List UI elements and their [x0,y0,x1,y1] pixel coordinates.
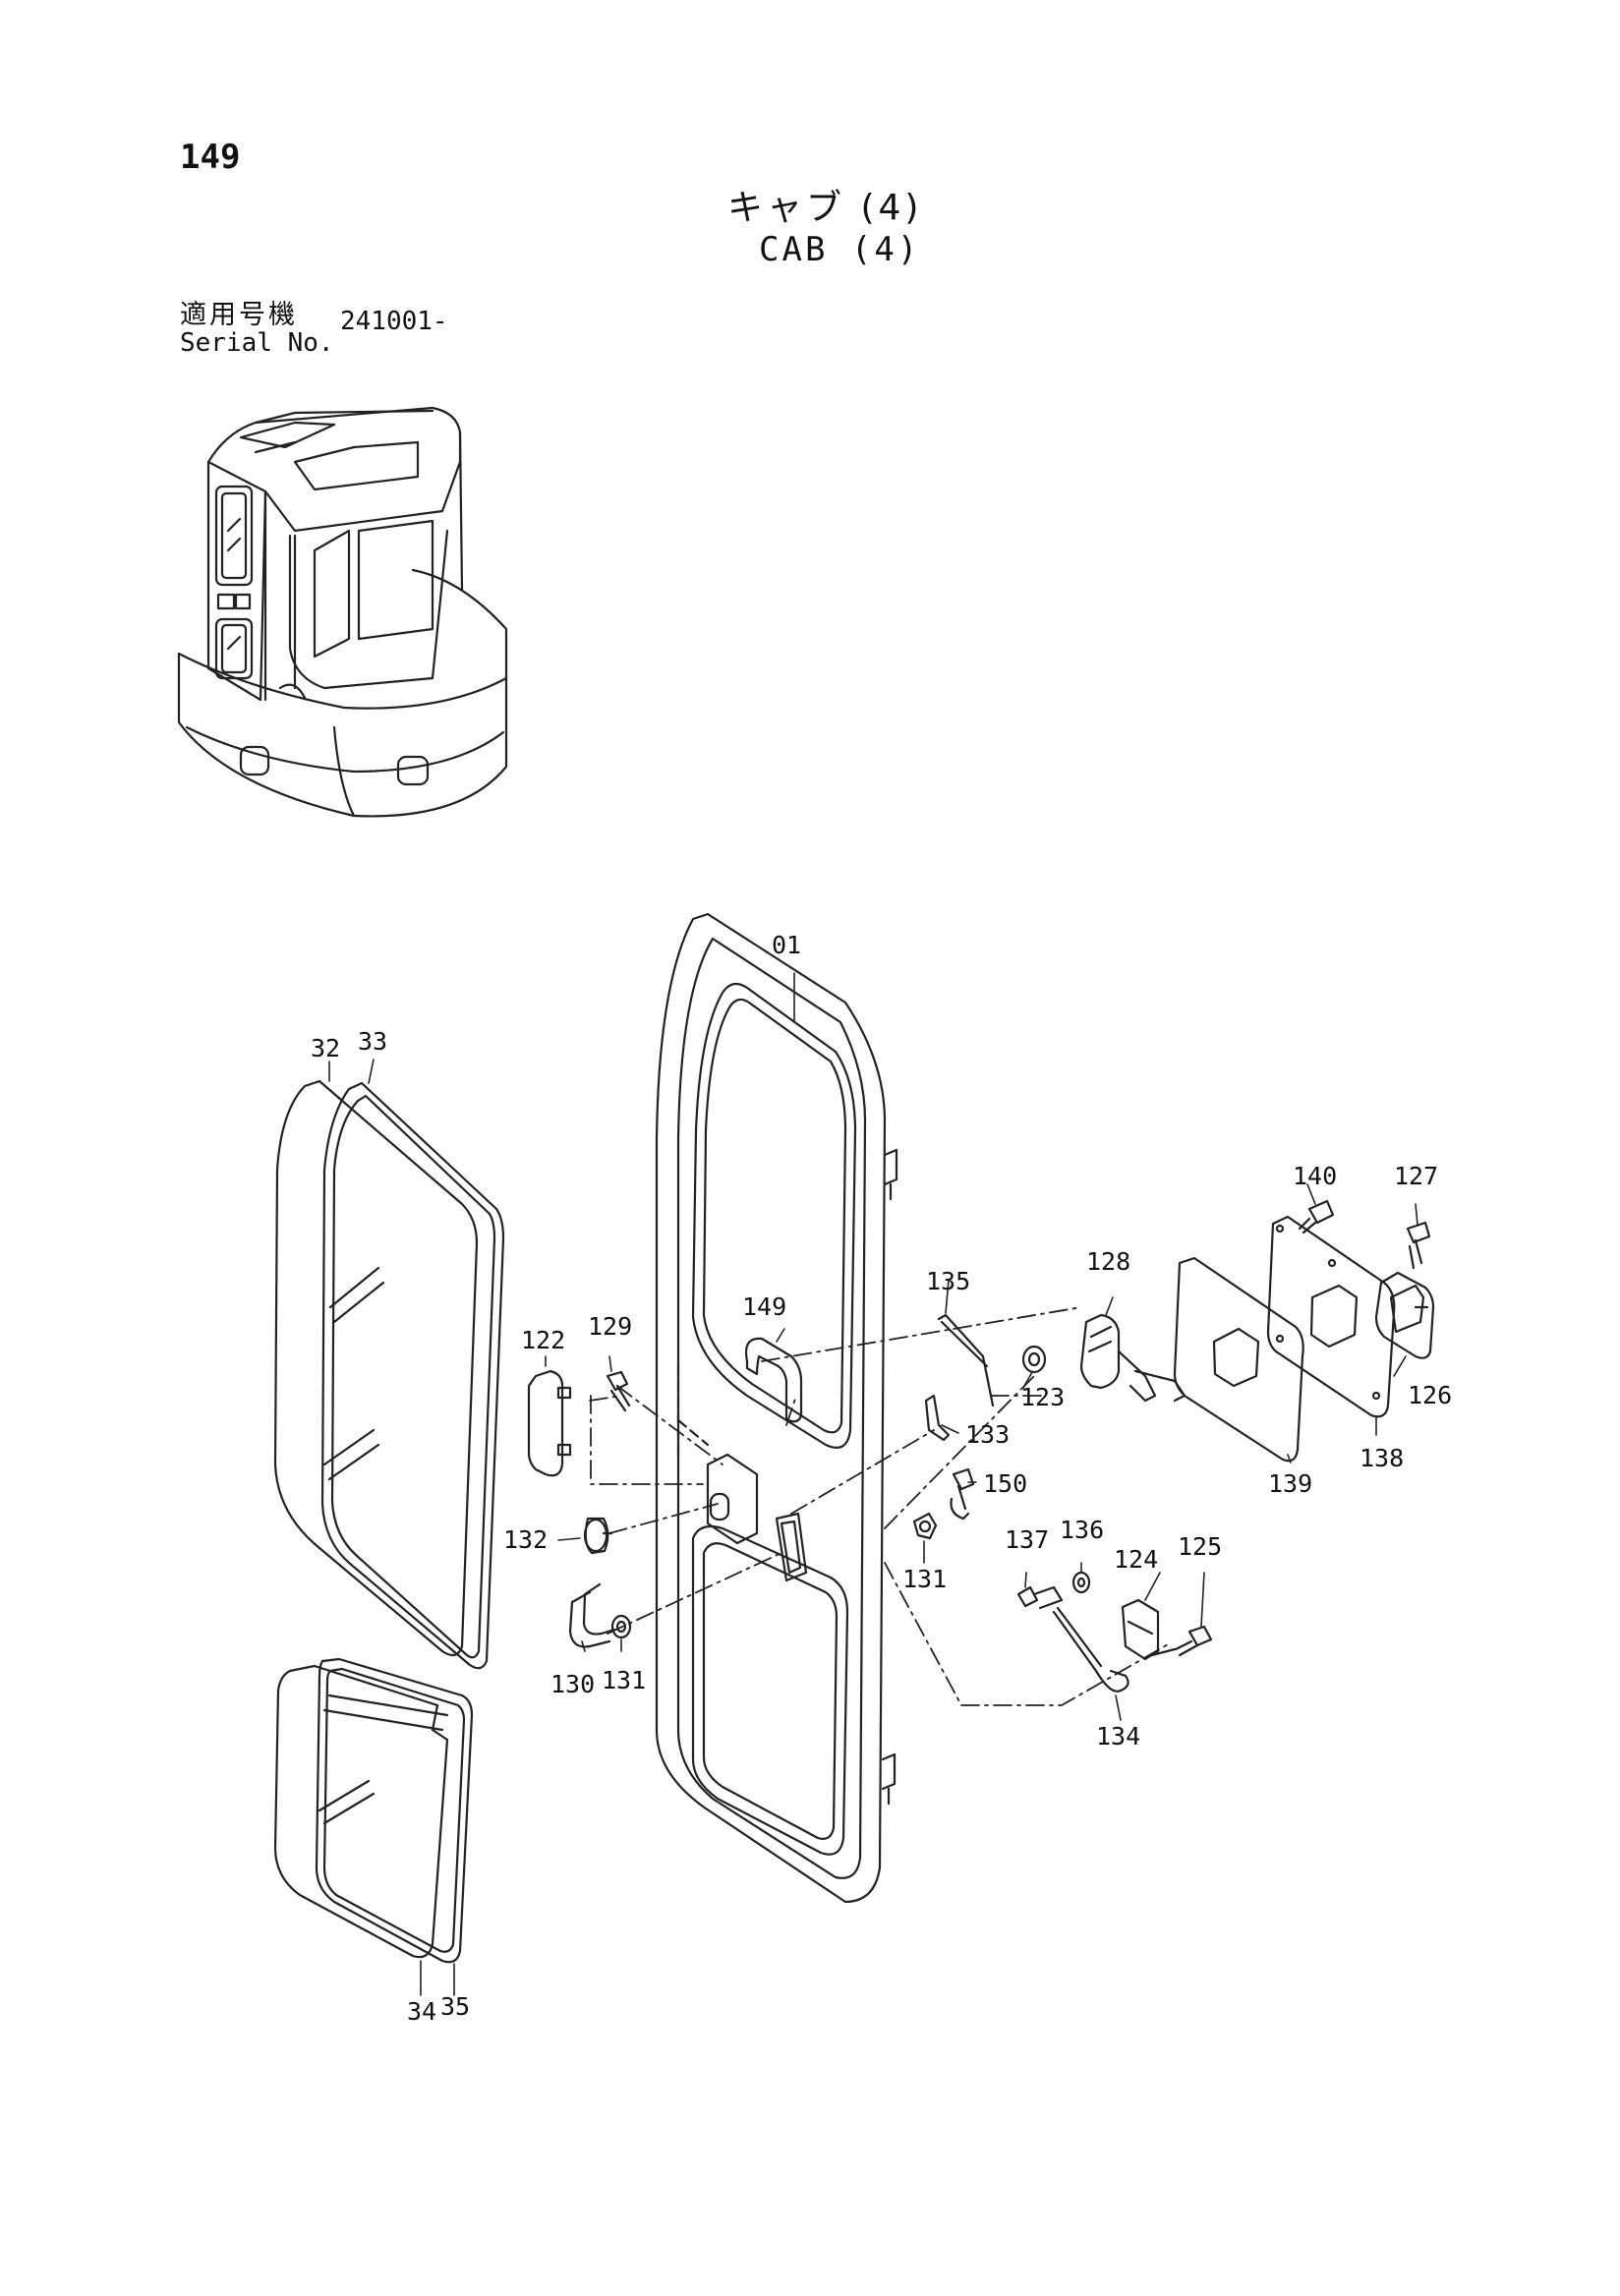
callout-137: 137 [1005,1525,1049,1554]
callout-labels: 01 32 33 34 35 122 123 124 125 126 127 1… [311,931,1452,2026]
callout-129: 129 [588,1312,632,1341]
callout-34: 34 [407,1997,436,2026]
callout-139: 139 [1268,1469,1312,1498]
callout-01: 01 [772,931,801,959]
serial-label-english: Serial No. [180,328,334,358]
callout-128: 128 [1086,1247,1130,1276]
small-hardware-parts [527,1199,1435,1693]
callout-140: 140 [1293,1162,1337,1190]
callout-122: 122 [521,1326,565,1354]
callout-135: 135 [926,1267,970,1295]
callout-138: 138 [1360,1444,1404,1472]
callout-131b: 131 [902,1565,947,1593]
callout-123: 123 [1020,1383,1065,1411]
callout-130: 130 [550,1670,595,1698]
title-japanese: キャブ (4) [727,188,923,228]
callout-35: 35 [440,1992,470,2021]
callout-150: 150 [983,1469,1027,1498]
leader-lines [328,972,1418,1996]
callout-125: 125 [1178,1532,1222,1561]
callout-149: 149 [742,1292,786,1321]
callout-136: 136 [1060,1516,1104,1544]
callout-32: 32 [311,1034,340,1062]
callout-33: 33 [358,1027,387,1056]
upper-glass-parts-32-33 [273,1079,505,1670]
callout-127: 127 [1394,1162,1438,1190]
callout-126: 126 [1408,1381,1452,1409]
callout-131a: 131 [602,1666,646,1694]
cab-overview-illustration [177,406,508,818]
serial-label-japanese: 適用号機 [180,300,298,330]
door-frame-part-01 [655,912,898,1904]
reference-lines [589,1306,1171,1706]
callout-133: 133 [965,1420,1010,1449]
callout-132: 132 [503,1525,548,1554]
lower-glass-parts-34-35 [273,1657,474,1964]
callout-124: 124 [1114,1545,1158,1574]
callout-134: 134 [1096,1722,1140,1751]
page-number: 149 [180,138,241,177]
serial-number-value: 241001- [340,307,448,336]
title-english: CAB (4) [759,230,921,269]
